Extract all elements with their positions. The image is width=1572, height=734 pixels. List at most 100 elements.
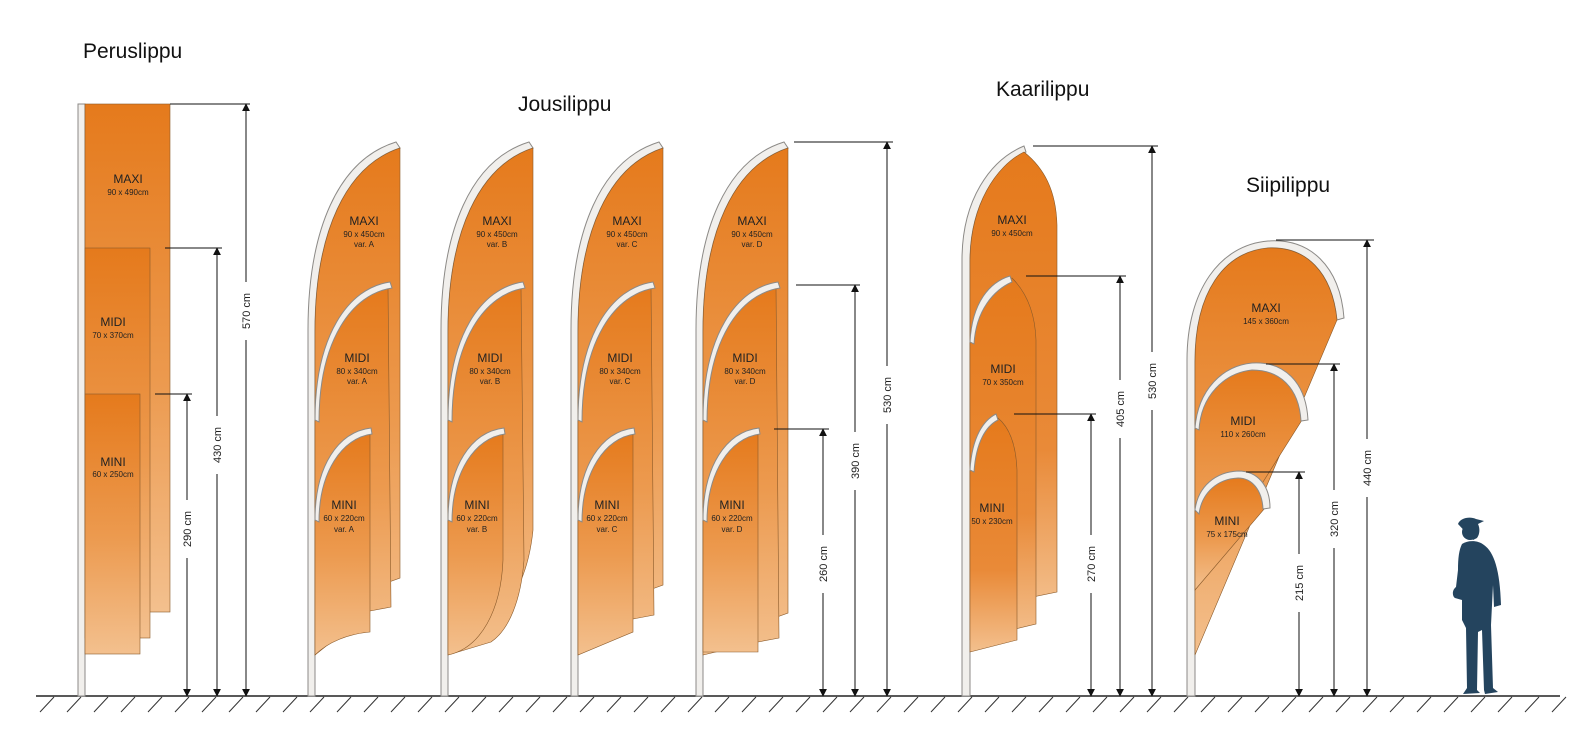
- variant-midi: var. A: [347, 377, 368, 386]
- title-peruslippu: Peruslippu: [83, 40, 182, 63]
- dim-maxi: 530 cm: [882, 377, 894, 413]
- ground-hatch: [498, 696, 514, 713]
- dim-mini: 215 cm: [1294, 565, 1306, 601]
- ground-hatch: [795, 696, 811, 713]
- variant-midi: var. D: [735, 377, 756, 386]
- label-maxi: MAXI: [482, 214, 511, 228]
- label-midi: MIDI: [100, 315, 125, 329]
- label-maxi: MAXI: [349, 214, 378, 228]
- ground-hatch: [1119, 696, 1135, 713]
- ground-hatch: [444, 696, 460, 713]
- ground-hatch: [471, 696, 487, 713]
- size-mini: 60 x 250cm: [92, 470, 134, 479]
- siipilippu-group: MAXI 145 x 360cm MIDI 110 x 260cm MINI 7…: [1186, 239, 1375, 697]
- ground-hatch: [579, 696, 595, 713]
- flag-mini: [84, 393, 141, 655]
- size-midi: 70 x 370cm: [92, 331, 134, 340]
- label-mini: MINI: [719, 498, 744, 512]
- ground-hatch: [147, 696, 163, 713]
- size-midi: 70 x 350cm: [982, 378, 1024, 387]
- variant-mini: var. B: [467, 525, 487, 534]
- ground-hatch: [660, 696, 676, 713]
- size-maxi: 145 x 360cm: [1243, 317, 1289, 326]
- size-maxi: 90 x 450cm: [731, 230, 773, 239]
- label-mini: MINI: [594, 498, 619, 512]
- ground-hatch: [957, 696, 973, 713]
- label-maxi: MAXI: [612, 214, 641, 228]
- size-midi: 80 x 340cm: [336, 367, 378, 376]
- variant-maxi: var. B: [487, 240, 507, 249]
- ground-hatch: [714, 696, 730, 713]
- person-silhouette-icon: [1452, 517, 1501, 694]
- ground-hatch: [633, 696, 649, 713]
- ground-hatch: [1281, 696, 1297, 713]
- label-mini: MINI: [1214, 514, 1239, 528]
- ground-hatch: [93, 696, 109, 713]
- ground-hatch: [1254, 696, 1270, 713]
- label-midi: MIDI: [477, 351, 502, 365]
- ground-hatch: [201, 696, 217, 713]
- ground-hatch: [255, 696, 271, 713]
- ground-hatch: [390, 696, 406, 713]
- ground-hatch: [1038, 696, 1054, 713]
- ground-hatch: [1389, 696, 1405, 713]
- ground-hatch: [1227, 696, 1243, 713]
- pole: [77, 103, 86, 697]
- ground-hatch: [120, 696, 136, 713]
- dim-maxi: 570 cm: [241, 293, 253, 329]
- ground-hatch: [741, 696, 757, 713]
- label-midi: MIDI: [607, 351, 632, 365]
- ground-hatch: [1470, 696, 1486, 713]
- size-mini: 60 x 220cm: [323, 514, 365, 523]
- dim-maxi: 530 cm: [1147, 363, 1159, 399]
- ground-hatch: [1173, 696, 1189, 713]
- ground-hatch: [336, 696, 352, 713]
- ground-hatch: [1524, 696, 1540, 713]
- dim-midi: 405 cm: [1115, 391, 1127, 427]
- size-maxi: 90 x 450cm: [476, 230, 518, 239]
- ground-hatch: [1092, 696, 1108, 713]
- variant-maxi: var. C: [617, 240, 638, 249]
- title-kaarilippu: Kaarilippu: [996, 78, 1089, 101]
- size-mini: 60 x 220cm: [456, 514, 498, 523]
- jousilippu-dimensions: 530 cm 390 cm 260 cm: [774, 141, 895, 697]
- dim-maxi: 440 cm: [1362, 450, 1374, 486]
- variant-midi: var. B: [480, 377, 500, 386]
- size-maxi: 90 x 450cm: [606, 230, 648, 239]
- ground-hatch: [1497, 696, 1513, 713]
- ground-hatch: [822, 696, 838, 713]
- ground-hatch: [282, 696, 298, 713]
- size-mini: 50 x 230cm: [971, 517, 1013, 526]
- ground-hatch: [1011, 696, 1027, 713]
- label-midi: MIDI: [990, 362, 1015, 376]
- dim-midi: 390 cm: [850, 443, 862, 479]
- ground-hatch: [525, 696, 541, 713]
- variant-mini: var. D: [722, 525, 743, 534]
- ground-hatch: [687, 696, 703, 713]
- ground-hatch: [552, 696, 568, 713]
- dim-mini: 290 cm: [182, 511, 194, 547]
- size-midi: 80 x 340cm: [724, 367, 766, 376]
- size-midi: 110 x 260cm: [1220, 430, 1266, 439]
- dim-midi: 430 cm: [212, 427, 224, 463]
- ground-hatch: [174, 696, 190, 713]
- ground-hatch: [1416, 696, 1432, 713]
- ground-hatch: [1335, 696, 1351, 713]
- ground-hatch: [606, 696, 622, 713]
- title-siipilippu: Siipilippu: [1246, 174, 1330, 197]
- label-midi: MIDI: [1230, 414, 1255, 428]
- label-mini: MINI: [464, 498, 489, 512]
- label-maxi: MAXI: [113, 172, 142, 186]
- ground-hatch: [903, 696, 919, 713]
- ground-hatch: [1362, 696, 1378, 713]
- size-mini: 60 x 220cm: [711, 514, 753, 523]
- ground-hatch: [849, 696, 865, 713]
- ground-hatch: [1146, 696, 1162, 713]
- ground-hatch: [66, 696, 82, 713]
- variant-mini: var. A: [334, 525, 355, 534]
- size-midi: 80 x 340cm: [599, 367, 641, 376]
- ground-hatch: [984, 696, 1000, 713]
